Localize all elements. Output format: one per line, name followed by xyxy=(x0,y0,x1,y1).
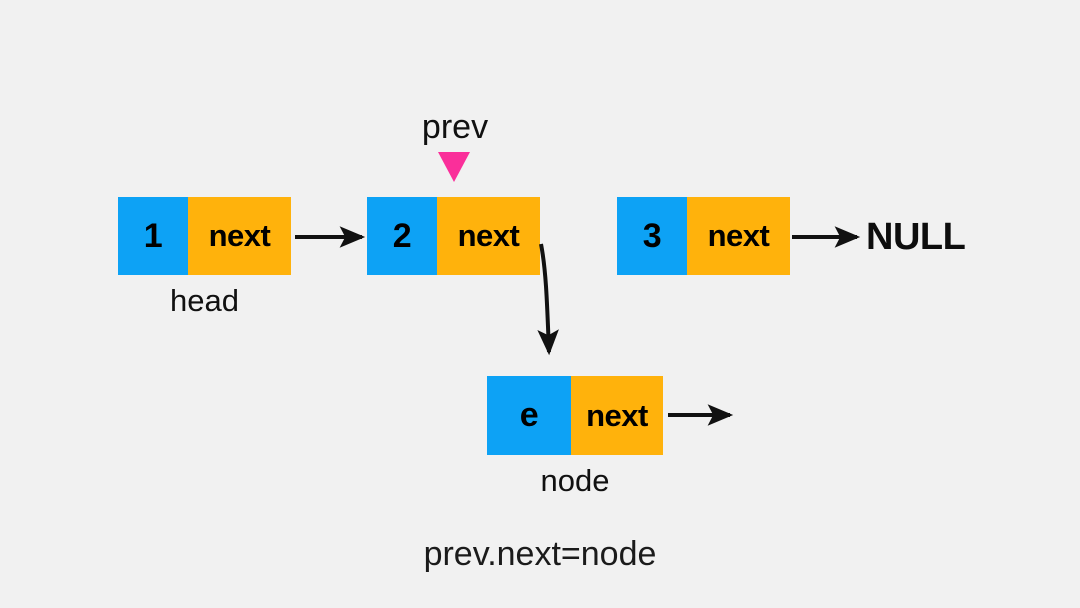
node-value-cell: 3 xyxy=(617,197,687,275)
pointer-label-prev: prev xyxy=(421,108,489,146)
triangle-down-icon xyxy=(438,152,470,182)
list-node-3: 3 next xyxy=(617,197,790,275)
node-next-cell: next xyxy=(437,197,540,275)
node-value-cell: 1 xyxy=(118,197,188,275)
node-next-cell: next xyxy=(188,197,291,275)
list-node-2: 2 next xyxy=(367,197,540,275)
null-terminator-label: NULL xyxy=(866,216,966,258)
node-value-cell: e xyxy=(487,376,571,455)
list-node-new: e next xyxy=(487,376,663,455)
diagram-caption: prev.next=node xyxy=(423,535,657,573)
list-node-1: 1 next xyxy=(118,197,291,275)
node-caption-head: head xyxy=(170,283,239,318)
node-caption-node: node xyxy=(540,463,610,498)
node-next-cell: next xyxy=(687,197,790,275)
arrow-node2-to-newnode xyxy=(537,243,559,356)
node-next-cell: next xyxy=(571,376,663,455)
node-value-cell: 2 xyxy=(367,197,437,275)
